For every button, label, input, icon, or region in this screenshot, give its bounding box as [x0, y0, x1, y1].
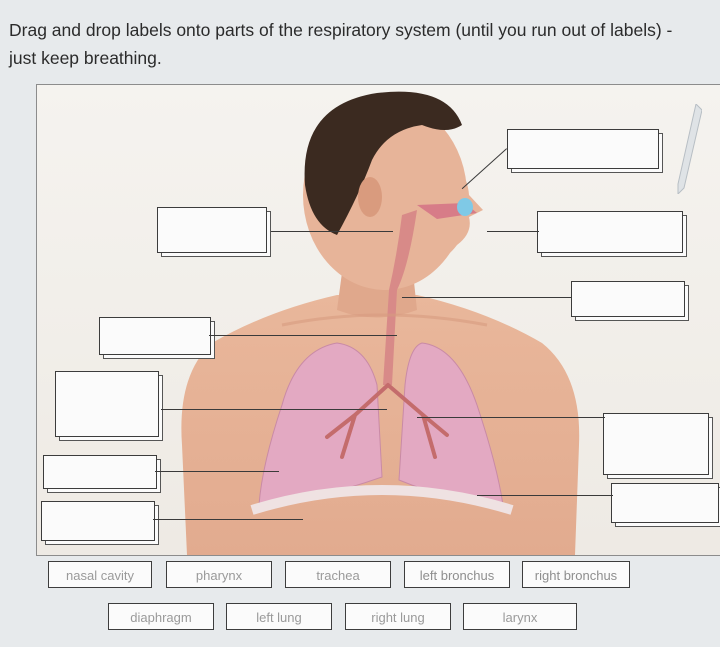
leader-line: [271, 231, 393, 233]
leader-line: [477, 495, 613, 497]
label-left-lung[interactable]: left lung: [226, 603, 332, 630]
leader-line: [402, 297, 572, 299]
label-diaphragm[interactable]: diaphragm: [108, 603, 214, 630]
label-pharynx[interactable]: pharynx: [166, 561, 272, 588]
label-right-lung[interactable]: right lung: [345, 603, 451, 630]
label-larynx[interactable]: larynx: [463, 603, 577, 630]
dropzone-right-1[interactable]: [507, 129, 659, 169]
dropzone-left-4[interactable]: [43, 455, 157, 489]
pen-icon: [677, 104, 702, 194]
dropzone-left-3[interactable]: [55, 371, 159, 437]
dropzone-right-4[interactable]: [603, 413, 709, 475]
respiratory-system-illustration: [181, 91, 580, 555]
leader-line: [153, 519, 303, 521]
diagram-area: [36, 84, 720, 556]
dropzone-left-5[interactable]: [41, 501, 155, 541]
leader-line: [161, 409, 387, 411]
label-nasal-cavity[interactable]: nasal cavity: [48, 561, 152, 588]
instructions-text: Drag and drop labels onto parts of the r…: [9, 20, 673, 68]
label-trachea[interactable]: trachea: [285, 561, 391, 588]
label-right-bronchus[interactable]: right bronchus: [522, 561, 630, 588]
dropzone-right-5[interactable]: [611, 483, 719, 523]
label-left-bronchus[interactable]: left bronchus: [404, 561, 510, 588]
dropzone-left-1[interactable]: [157, 207, 267, 253]
leader-line: [209, 335, 397, 337]
dropzone-right-2[interactable]: [537, 211, 683, 253]
leader-line: [487, 231, 539, 233]
leader-line: [417, 417, 605, 419]
dropzone-left-2[interactable]: [99, 317, 211, 355]
dropzone-right-3[interactable]: [571, 281, 685, 317]
leader-line: [155, 471, 279, 473]
